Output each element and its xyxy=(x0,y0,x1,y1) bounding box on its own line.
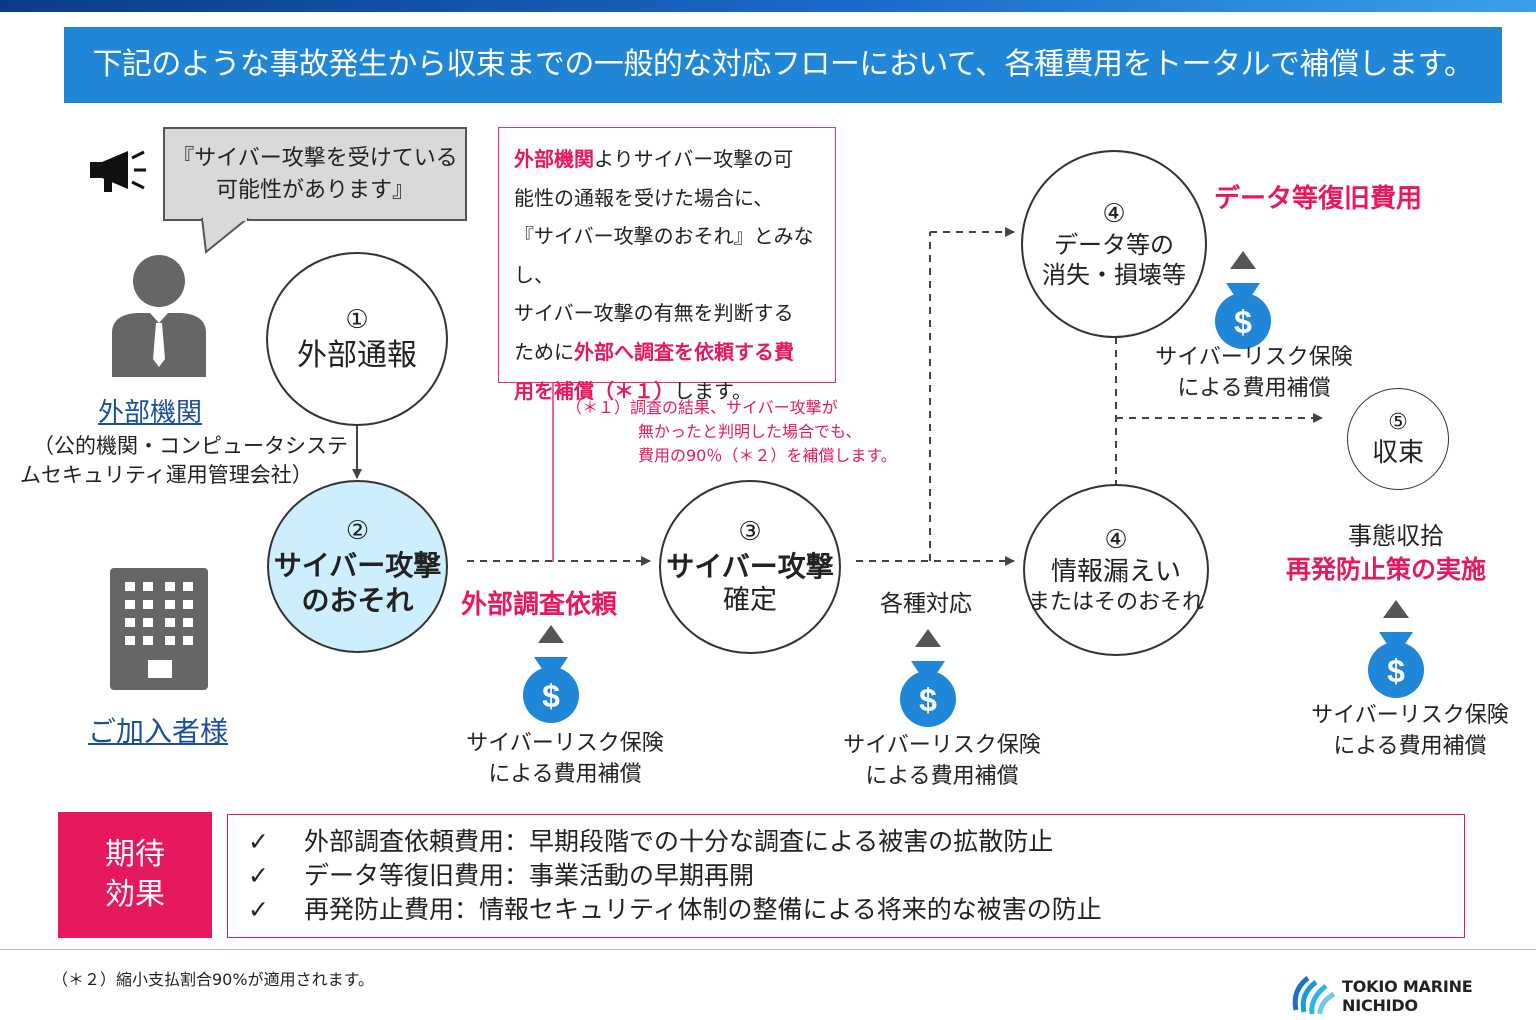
callout-l1-text: よりサイバー攻撃の可 xyxy=(594,147,794,171)
step-1-number: ① xyxy=(345,305,369,335)
effect-head-line-2: 効果 xyxy=(105,877,165,912)
money-bag-icon: $ xyxy=(900,629,956,727)
step-2-line-1: サイバー攻撃 xyxy=(273,548,442,582)
step-4b-line-1: 情報漏えい xyxy=(1050,557,1181,588)
coverage-line-2: による費用補償 xyxy=(488,762,642,787)
settle-label: 事態収拾 xyxy=(1348,522,1444,550)
step-1-label: 外部通報 xyxy=(297,337,417,373)
callout-l4: サイバー攻撃の有無を判断する xyxy=(514,301,794,326)
investigation-label: 外部調査依頼 xyxy=(461,590,618,620)
callout-l5-text: ために xyxy=(514,339,574,364)
external-org-label[interactable]: 外部機関 xyxy=(98,398,203,428)
speech-line-2: 可能性があります』 xyxy=(215,178,414,203)
footnote-1: （＊１）調査の結果、サイバー攻撃が 無かったと判明した場合でも、 費用の90％（… xyxy=(566,396,926,468)
tokio-marine-logo-icon xyxy=(1292,976,1336,1015)
step-5-label: 収束 xyxy=(1371,437,1424,468)
effect-item: ✓ 再発防止費用：情報セキュリティ体制の整備による将来的な被害の防止 xyxy=(248,893,1464,927)
coverage-line-1: サイバーリスク保険 xyxy=(466,731,664,756)
coverage-label-data: サイバーリスク保険 による費用補償 xyxy=(1144,342,1364,404)
footnote-2: （＊２）縮小支払割合90%が適用されます。 xyxy=(52,970,374,989)
coverage-line-2: による費用補償 xyxy=(1177,376,1331,401)
step-2-possible-attack: ② サイバー攻撃 のおそれ xyxy=(267,480,448,653)
money-bag-icon: $ xyxy=(523,625,579,723)
expected-effect-list: ✓ 外部調査依頼費用：早期段階での十分な調査による被害の拡散防止 ✓ データ等復旧費… xyxy=(227,814,1465,938)
step-2-line-2: のおそれ xyxy=(301,583,414,617)
step-3-attack-confirmed: ③ サイバー攻撃 確定 xyxy=(659,480,841,654)
logo-line-2: NICHIDO xyxy=(1342,996,1418,1015)
megaphone-icon xyxy=(90,150,146,192)
coverage-label-prevention: サイバーリスク保険 による費用補償 xyxy=(1300,700,1520,762)
external-org-desc-1: （公的機関・コンピュータシステ xyxy=(33,434,348,458)
logo-line-1: TOKIO MARINE xyxy=(1342,977,1473,996)
subscriber-label[interactable]: ご加入者様 xyxy=(88,715,229,748)
check-icon: ✓ xyxy=(248,861,269,890)
speech-line-1: 『サイバー攻撃を受けている xyxy=(172,146,458,171)
step-2-number: ② xyxy=(345,516,370,547)
investigation-callout: 外部機関よりサイバー攻撃の可 能性の通報を受けた場合に、 『サイバー攻撃のおそれ… xyxy=(498,127,836,403)
callout-l3: 『サイバー攻撃のおそれ』とみなし、 xyxy=(514,224,814,287)
callout-l1-highlight: 外部機関 xyxy=(514,147,594,171)
step-1-external-report: ① 外部通報 xyxy=(266,252,448,426)
top-accent-bar xyxy=(0,0,1536,12)
callout-l2: 能性の通報を受けた場合に、 xyxy=(514,185,774,210)
svg-text:$: $ xyxy=(542,678,560,714)
coverage-line-1: サイバーリスク保険 xyxy=(843,733,1041,758)
external-org-desc-2: ムセキュリティ運用管理会社） xyxy=(20,463,313,487)
step-5-number: ⑤ xyxy=(1388,410,1408,435)
prevention-label: 再発防止策の実施 xyxy=(1286,555,1487,584)
speech-bubble: 『サイバー攻撃を受けている 可能性があります』 xyxy=(163,127,467,221)
check-icon: ✓ xyxy=(248,895,269,924)
footnote-1-line-1: （＊１）調査の結果、サイバー攻撃が xyxy=(566,398,838,417)
coverage-line-2: による費用補償 xyxy=(865,764,1019,789)
coverage-label-various: サイバーリスク保険 による費用補償 xyxy=(832,730,1052,792)
callout-l6-text: します。 xyxy=(674,378,752,403)
check-icon: ✓ xyxy=(248,827,269,856)
coverage-line-2: による費用補償 xyxy=(1333,734,1487,759)
logo-wordmark: TOKIO MARINE NICHIDO xyxy=(1342,977,1473,1015)
step-4a-line-1: データ等の xyxy=(1054,231,1174,260)
step-4a-number: ④ xyxy=(1102,198,1126,229)
speech-bubble-tail xyxy=(201,218,249,254)
effect-item: ✓ データ等復旧費用：事業活動の早期再開 xyxy=(248,859,1464,893)
building-icon xyxy=(110,568,208,690)
footnote-1-line-3: 費用の90％（＊２）を補償します。 xyxy=(638,446,897,465)
step-3-line-1: サイバー攻撃 xyxy=(666,549,834,583)
header-banner: 下記のような事故発生から収束までの一般的な対応フローにおいて、各種費用をトータル… xyxy=(64,27,1502,103)
effect-item: ✓ 外部調査依頼費用：早期段階での十分な調査による被害の拡散防止 xyxy=(248,825,1464,859)
footer-divider xyxy=(0,949,1536,950)
step-4-information-leak: ④ 情報漏えい またはそのおそれ xyxy=(1023,484,1209,656)
step-4-data-loss: ④ データ等の 消失・損壊等 xyxy=(1021,150,1207,338)
svg-text:$: $ xyxy=(919,682,937,718)
effect-item-text: 再発防止費用：情報セキュリティ体制の整備による将来的な被害の防止 xyxy=(304,895,1102,924)
effect-head-line-1: 期待 xyxy=(105,837,165,872)
callout-l6-highlight: 用を補償（＊１） xyxy=(514,378,674,403)
step-3-line-2: 確定 xyxy=(723,584,777,616)
step-3-number: ③ xyxy=(738,517,762,548)
money-bag-icon: $ xyxy=(1215,251,1271,349)
step-4b-line-2: またはそのおそれ xyxy=(1027,589,1204,615)
expected-effect-heading: 期待 効果 xyxy=(58,812,212,938)
coverage-label-investigation: サイバーリスク保険 による費用補償 xyxy=(455,728,675,790)
data-recovery-label: データ等復旧費用 xyxy=(1214,184,1423,214)
person-icon xyxy=(112,255,206,377)
money-bag-icon: $ xyxy=(1368,600,1424,698)
svg-text:$: $ xyxy=(1234,304,1252,340)
various-response-label: 各種対応 xyxy=(880,591,972,617)
step-4b-number: ④ xyxy=(1104,524,1128,555)
step-4a-line-2: 消失・損壊等 xyxy=(1042,261,1186,290)
coverage-line-1: サイバーリスク保険 xyxy=(1155,345,1353,370)
step-5-resolution: ⑤ 収束 xyxy=(1347,388,1449,490)
callout-l5-highlight: 外部へ調査を依頼する費 xyxy=(574,339,794,364)
effect-item-text: 外部調査依頼費用：早期段階での十分な調査による被害の拡散防止 xyxy=(304,827,1054,856)
svg-text:$: $ xyxy=(1387,653,1405,689)
coverage-line-1: サイバーリスク保険 xyxy=(1311,703,1509,728)
effect-item-text: データ等復旧費用：事業活動の早期再開 xyxy=(304,861,755,890)
footnote-1-line-2: 無かったと判明した場合でも、 xyxy=(638,422,862,441)
